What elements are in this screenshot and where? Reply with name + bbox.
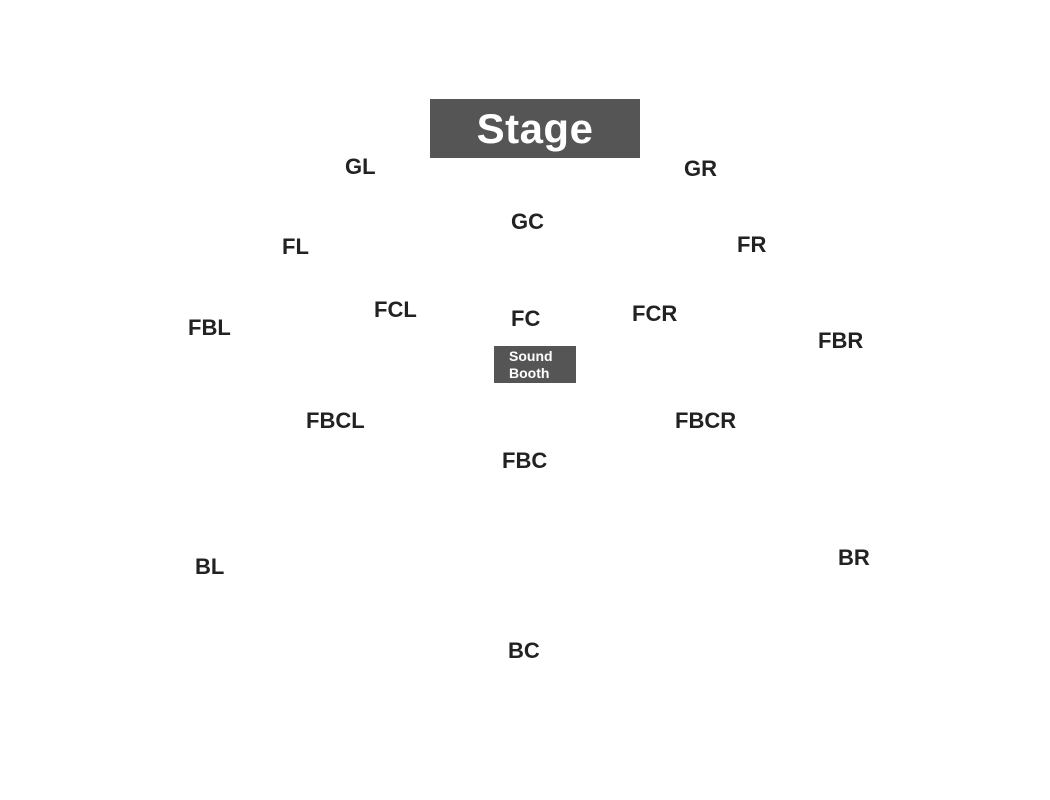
section-bc[interactable]: BC <box>508 638 540 663</box>
sound-booth-label-line1: Sound <box>509 348 553 364</box>
section-fbcr[interactable]: FBCR <box>675 408 737 433</box>
section-fl[interactable]: FL <box>282 234 309 259</box>
stage: Stage <box>430 99 640 158</box>
section-fbl[interactable]: FBL <box>188 315 231 340</box>
section-fbcl[interactable]: FBCL <box>306 408 365 433</box>
section-fcl[interactable]: FCL <box>374 297 417 322</box>
section-fr[interactable]: FR <box>737 232 767 257</box>
section-fbc[interactable]: FBC <box>502 448 548 473</box>
section-br[interactable]: BR <box>838 545 870 570</box>
sound-booth: Sound Booth <box>494 346 576 383</box>
section-fbr[interactable]: FBR <box>818 328 864 353</box>
section-gc[interactable]: GC <box>511 209 544 234</box>
section-fcr[interactable]: FCR <box>632 301 678 326</box>
section-gr[interactable]: GR <box>684 156 717 181</box>
section-bl[interactable]: BL <box>195 554 225 579</box>
section-gl[interactable]: GL <box>345 154 376 179</box>
section-fc[interactable]: FC <box>511 306 541 331</box>
sound-booth-label-line2: Booth <box>509 365 550 381</box>
stage-label: Stage <box>476 105 594 152</box>
